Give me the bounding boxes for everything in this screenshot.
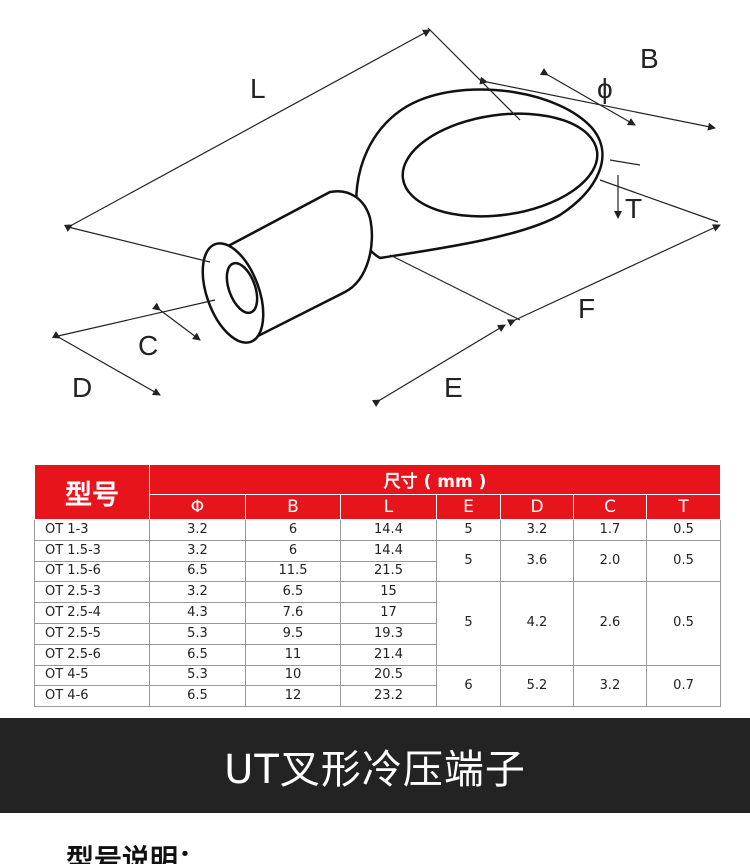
col-header-l: L: [340, 494, 437, 520]
model-cell: OT 2.5-3: [34, 581, 150, 604]
col-header-d: D: [500, 494, 574, 520]
dim-line-d: [51, 331, 161, 396]
col-header-phi: Φ: [149, 494, 246, 520]
t-cell: 0.5: [645, 519, 722, 541]
t-cell: 0.5: [645, 581, 722, 666]
model-cell: OT 1.5-3: [34, 539, 150, 562]
t-cell: 0.5: [645, 539, 722, 583]
dim-line-phi: [539, 68, 636, 126]
table-row: OT 1-3 3.2 6 14.4 5 3.2 1.7 0.5: [34, 519, 722, 541]
d-cell: 5.2: [500, 664, 574, 708]
l-cell: 23.2: [340, 685, 437, 708]
d-cell: 3.6: [500, 539, 574, 583]
table-row: OT 4-6 6.5 12 23.2: [34, 685, 721, 708]
model-cell: OT 2.5-4: [34, 602, 150, 624]
dim-line-f: [506, 224, 721, 327]
dim-line-c: [152, 302, 201, 341]
b-cell: 7.6: [245, 602, 341, 624]
table-row: OT 4-5 5.3 10 20.5 6 5.2 3.2 0.7: [34, 664, 722, 708]
section-title: 型号说明：: [66, 843, 207, 864]
phi-cell: 3.2: [149, 581, 246, 604]
col-header-e: E: [436, 494, 501, 520]
c-cell: 2.6: [573, 581, 647, 666]
label-phi: ϕ: [597, 73, 613, 104]
label-t: T: [625, 193, 642, 224]
label-l: L: [250, 73, 266, 104]
l-cell: 21.5: [340, 560, 437, 583]
dim-line-e: [371, 324, 506, 408]
size-header: 尺寸 ( mm ): [148, 464, 722, 495]
model-cell: OT 1-3: [34, 519, 150, 541]
c-cell: 1.7: [573, 519, 647, 541]
d-cell: 4.2: [500, 581, 574, 666]
phi-cell: 4.3: [149, 602, 246, 624]
e-cell: 5: [436, 581, 501, 666]
model-cell: OT 2.5-5: [34, 622, 150, 645]
terminal-dimension-drawing: L B ϕ T C D E F: [51, 27, 721, 408]
e-cell: 5: [436, 539, 501, 583]
l-cell: 19.3: [340, 622, 437, 645]
b-cell: 6: [245, 519, 341, 541]
barrel-bore: [225, 261, 259, 315]
table-row: OT 2.5-6 6.5 11 21.4: [34, 643, 721, 666]
phi-cell: 3.2: [149, 519, 246, 541]
l-cell: 17: [340, 602, 437, 624]
banner-title: UT叉形冷压端子: [224, 746, 526, 793]
model-cell: OT 2.5-6: [34, 643, 150, 666]
l-cell: 14.4: [340, 539, 437, 562]
b-cell: 10: [245, 664, 341, 687]
model-cell: OT 4-6: [34, 685, 150, 708]
table-row: OT 2.5-5 5.3 9.5 19.3: [34, 622, 721, 645]
model-cell: OT 1.5-6: [34, 560, 150, 583]
label-c: C: [138, 330, 158, 361]
b-cell: 11: [245, 643, 341, 666]
phi-cell: 5.3: [149, 664, 246, 687]
phi-cell: 6.5: [149, 560, 246, 583]
l-cell: 15: [340, 581, 437, 604]
label-e: E: [444, 372, 463, 403]
l-cell: 21.4: [340, 643, 437, 666]
d-cell: 3.2: [500, 519, 574, 541]
model-cell: OT 4-5: [34, 664, 150, 687]
e-cell: 5: [436, 519, 501, 541]
t-cell: 0.7: [645, 664, 722, 708]
col-header-b: B: [245, 494, 341, 520]
table-row: OT 2.5-4 4.3 7.6 17: [34, 602, 721, 624]
dimension-lines: [51, 27, 721, 408]
terminal-body: [201, 88, 604, 344]
b-cell: 9.5: [245, 622, 341, 645]
dim-line-l: [63, 29, 431, 232]
b-cell: 11.5: [245, 560, 341, 583]
label-f: F: [578, 293, 595, 324]
product-title-banner: UT叉形冷压端子: [0, 718, 750, 813]
e-cell: 6: [436, 664, 501, 708]
col-header-c: C: [573, 494, 647, 520]
phi-cell: 3.2: [149, 539, 246, 562]
phi-cell: 6.5: [149, 685, 246, 708]
table-row: OT 1.5-3 3.2 6 14.4 5 3.6 2.0 0.5: [34, 539, 722, 583]
c-cell: 2.0: [573, 539, 647, 583]
label-d: D: [72, 372, 92, 403]
l-cell: 14.4: [340, 519, 437, 541]
l-cell: 20.5: [340, 664, 437, 687]
table-row: OT 2.5-3 3.2 6.5 15 5 4.2 2.6 0.5: [34, 581, 722, 666]
spec-table: 型号 尺寸 ( mm ) Φ B L E D C T OT 1-3 3.2 6 …: [34, 464, 722, 708]
model-header: 型号: [34, 464, 150, 520]
phi-cell: 5.3: [149, 622, 246, 645]
phi-cell: 6.5: [149, 643, 246, 666]
b-cell: 6: [245, 539, 341, 562]
b-cell: 6.5: [245, 581, 341, 604]
terminal-drawing-svg: L B ϕ T C D E F: [51, 27, 721, 408]
b-cell: 12: [245, 685, 341, 708]
col-header-t: T: [645, 494, 722, 520]
label-b: B: [640, 43, 659, 74]
c-cell: 3.2: [573, 664, 647, 708]
